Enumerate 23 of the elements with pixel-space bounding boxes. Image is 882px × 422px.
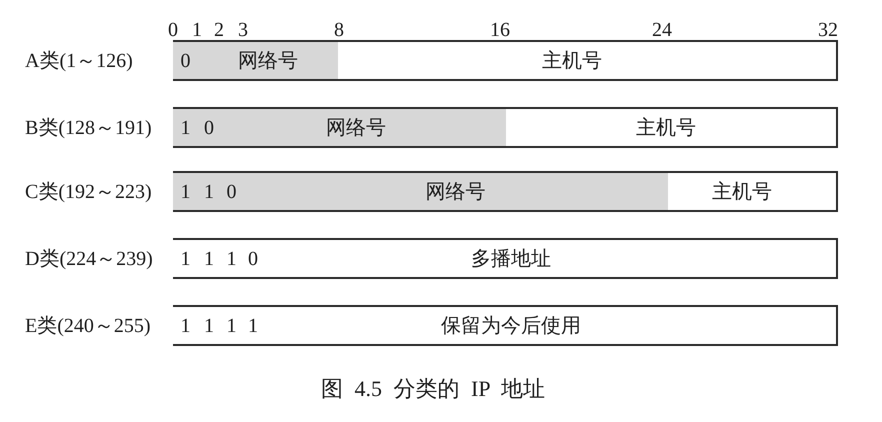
row-label: A类(1～126) <box>25 49 133 73</box>
bit-cell: 1 <box>198 173 221 210</box>
bit-position-label: 1 <box>192 20 202 40</box>
bit-cell: 0 <box>220 173 244 210</box>
network-field: 网络号 <box>243 173 669 210</box>
bit-position-label: 0 <box>168 20 178 40</box>
bit-cell: 0 <box>173 42 199 79</box>
figure-caption: 图 4.5 分类的 IP 地址 <box>321 376 546 402</box>
bit-position-label: 32 <box>818 20 838 40</box>
row-label: B类(128～191) <box>25 116 152 140</box>
bit-position-label: 2 <box>214 20 224 40</box>
row-label: C类(192～223) <box>25 180 152 204</box>
network-field: 网络号 <box>220 109 507 146</box>
row-label: E类(240～255) <box>25 314 151 338</box>
bit-cell: 1 <box>173 173 199 210</box>
row-label: D类(224～239) <box>25 247 153 271</box>
bit-position-label: 24 <box>652 20 672 40</box>
bit-cell: 1 <box>173 109 199 146</box>
bit-position-label: 8 <box>334 20 344 40</box>
bit-position-label: 16 <box>490 20 510 40</box>
bit-position-label: 3 <box>238 20 248 40</box>
bit-cell: 0 <box>198 109 221 146</box>
network-field: 网络号 <box>198 42 339 79</box>
